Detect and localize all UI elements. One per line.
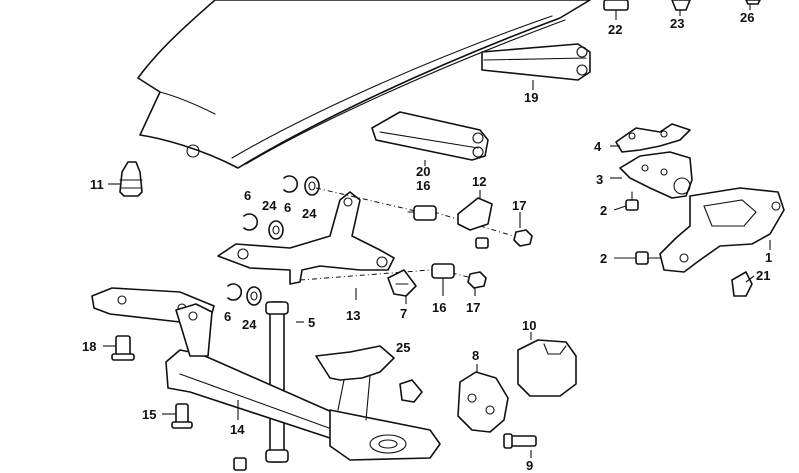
callout-1: 1 (765, 250, 772, 265)
bolt-18 (111, 335, 135, 361)
nut-17-upper (513, 229, 533, 247)
callout-4: 4 (594, 139, 602, 154)
clip-25 (399, 379, 423, 403)
washers-upper (243, 175, 320, 240)
callout-12: 12 (472, 174, 486, 189)
callout-20: 20 (416, 164, 430, 179)
gas-strut-5 (265, 301, 289, 463)
callout-3: 3 (596, 172, 603, 187)
callout-18: 18 (82, 339, 96, 354)
rubber-block-10 (517, 339, 577, 397)
clip-21 (731, 271, 753, 297)
seal-19 (481, 43, 591, 81)
callout-10: 10 (522, 318, 536, 333)
hinge-lower-3 (619, 151, 693, 199)
leader-lines (103, 4, 771, 458)
clip-7 (387, 269, 417, 297)
callout-15: 15 (142, 407, 156, 422)
bolt-9 (503, 433, 537, 449)
clip-22 (603, 0, 629, 11)
bolt-lower-left (233, 457, 247, 471)
callout-23: 23 (670, 16, 684, 31)
bushing-16-upper (407, 205, 437, 221)
callout-22: 22 (608, 22, 622, 37)
callout-6-c: 6 (224, 309, 231, 324)
nut-17-lower (467, 271, 487, 289)
callout-25: 25 (396, 340, 410, 355)
callout-2-lower: 2 (600, 251, 607, 266)
callout-labels: 22 23 26 19 20 11 4 3 2 2 1 21 16 12 17 … (82, 10, 772, 473)
callout-14: 14 (230, 422, 245, 437)
callout-13: 13 (346, 308, 360, 323)
callout-16-lower: 16 (432, 300, 446, 315)
callout-17-upper: 17 (512, 198, 526, 213)
callout-8: 8 (472, 348, 479, 363)
callout-19: 19 (524, 90, 538, 105)
callout-21: 21 (756, 268, 770, 283)
bolt-2-lower (635, 251, 661, 265)
callout-9: 9 (526, 458, 533, 473)
callout-24-c: 24 (242, 317, 257, 332)
washers-lower (227, 283, 262, 306)
seal-20 (371, 111, 489, 161)
hood-panel (137, 0, 591, 169)
callout-2-upper: 2 (600, 203, 607, 218)
callout-17-lower: 17 (466, 300, 480, 315)
lock-plate (315, 345, 441, 461)
hinge-bracket-1 (659, 187, 785, 273)
callout-6-b: 6 (284, 200, 291, 215)
callout-24-b: 24 (302, 206, 317, 221)
clip-23 (671, 0, 691, 11)
callout-16-upper: 16 (416, 178, 430, 193)
bolt-2-upper (625, 191, 639, 211)
callout-11: 11 (90, 177, 104, 192)
bolt-15 (171, 403, 193, 429)
callout-7: 7 (400, 306, 407, 321)
callout-5: 5 (308, 315, 315, 330)
hinge-upper-4 (615, 123, 691, 153)
callout-6-a: 6 (244, 188, 251, 203)
hinge-lever-13 (217, 191, 395, 285)
clip-26 (745, 0, 761, 5)
callout-24-a: 24 (262, 198, 277, 213)
bushing-16-lower (431, 263, 455, 279)
callout-26: 26 (740, 10, 754, 25)
rubber-buffer-11 (119, 161, 143, 197)
bracket-12 (457, 197, 493, 249)
hood-latch-8 (457, 371, 509, 433)
